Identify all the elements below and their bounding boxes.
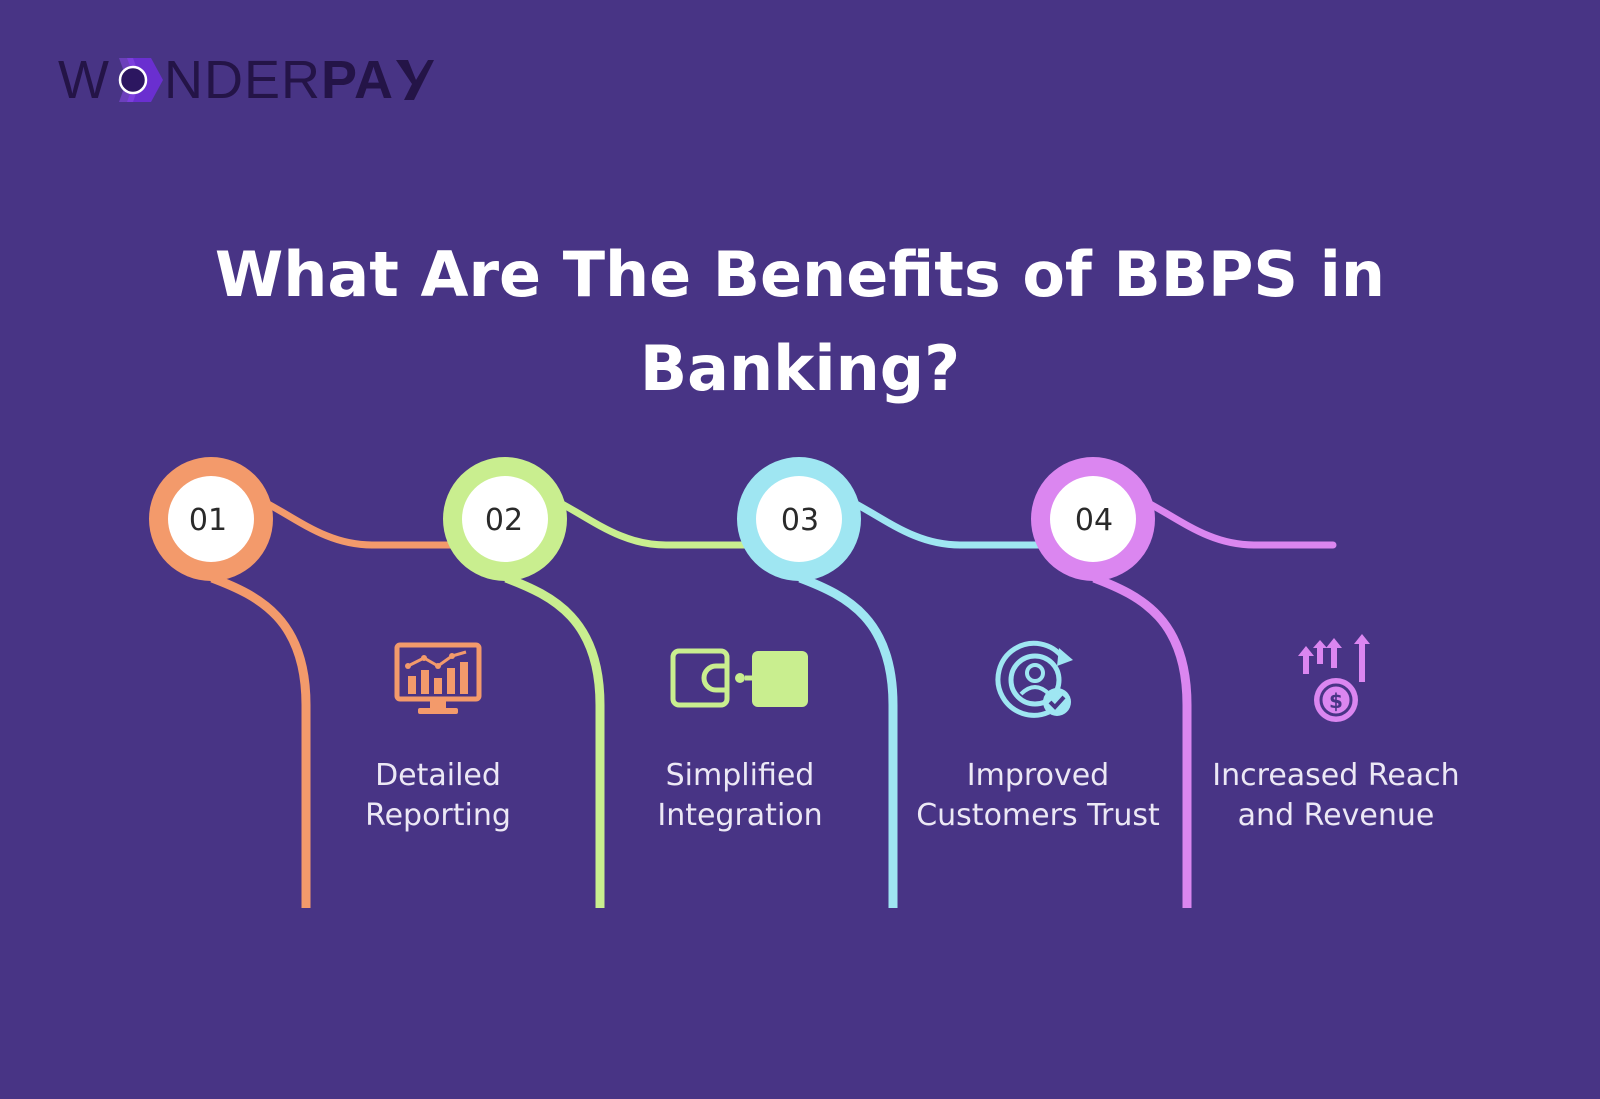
benefit-label-detailed-reporting: Detailed Reporting [288, 756, 588, 836]
step-04: 04 [1031, 457, 1337, 908]
title-line-2: Banking? [639, 332, 961, 405]
page-title: What Are The Benefits of BBPS in Banking… [0, 228, 1600, 416]
logo-text-w: W [58, 50, 110, 110]
benefit-4-line-1: Increased Reach [1212, 758, 1460, 793]
step-04-disc [1050, 476, 1136, 562]
benefit-label-improved-customers-trust: Improved Customers Trust [888, 756, 1188, 836]
step-03-disc [756, 476, 842, 562]
step-02-stem [504, 573, 605, 908]
step-03-stem [798, 573, 898, 908]
benefit-3-line-1: Improved [966, 758, 1110, 793]
logo-o-mark-icon [111, 52, 163, 108]
step-01-number: 01 [189, 503, 227, 538]
benefit-4-line-2: and Revenue [1237, 798, 1435, 833]
logo-text-pa: PA [320, 50, 394, 110]
logo-slash-icon [394, 52, 434, 108]
step-02-disc [462, 476, 548, 562]
benefit-3-line-2: Customers Trust [916, 798, 1160, 833]
benefit-2-line-1: Simplified [665, 758, 815, 793]
chart-monitor-icon [394, 642, 482, 716]
customer-trust-icon [993, 636, 1081, 722]
title-line-1: What Are The Benefits of BBPS in [214, 238, 1386, 311]
step-04-stem [1092, 573, 1192, 908]
step-01-stem [210, 573, 311, 908]
svg-text:$: $ [1329, 689, 1343, 713]
brand-logo: W NDER PA [58, 52, 434, 108]
step-01: 01 [149, 457, 474, 908]
step-03-number: 03 [781, 503, 819, 538]
benefit-2-line-2: Integration [657, 798, 823, 833]
step-04-number: 04 [1075, 503, 1113, 538]
revenue-growth-icon: $ [1296, 634, 1378, 726]
step-01-disc [168, 476, 254, 562]
benefit-1-line-2: Reporting [365, 798, 511, 833]
benefit-1-line-1: Detailed [375, 758, 501, 793]
wallet-integration-icon [670, 648, 810, 710]
logo-text-nder: NDER [163, 50, 321, 110]
step-02: 02 [443, 457, 768, 908]
benefit-label-simplified-integration: Simplified Integration [590, 756, 890, 836]
benefit-label-increased-reach-revenue: Increased Reach and Revenue [1186, 756, 1486, 836]
step-02-number: 02 [485, 503, 523, 538]
step-03: 03 [737, 457, 1062, 908]
